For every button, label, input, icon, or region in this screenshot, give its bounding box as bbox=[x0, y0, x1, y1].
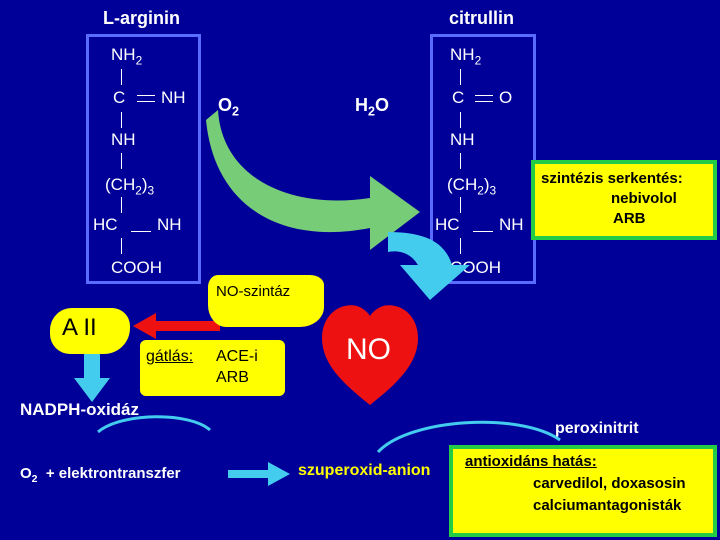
stimulation-nebivolol: nebivolol bbox=[611, 190, 677, 207]
citrulline-c: C bbox=[452, 88, 465, 107]
citrulline-ch2: (CH2)3 bbox=[447, 175, 497, 198]
bond bbox=[121, 112, 122, 128]
no-label: NO bbox=[346, 333, 391, 366]
superoxide-label: szuperoxid-anion bbox=[298, 462, 431, 479]
peroxynitrite-label: peroxinitrit bbox=[555, 420, 639, 437]
double-bond bbox=[137, 95, 155, 102]
antioxidant-title: antioxidáns hatás: bbox=[465, 453, 597, 470]
electron-arrow bbox=[228, 462, 290, 486]
no-synthase-label: NO-szintáz bbox=[216, 283, 291, 300]
l-arginine-title: L-arginin bbox=[103, 8, 180, 28]
arginine-c: C bbox=[113, 88, 126, 107]
angiotensin-blob: A II bbox=[50, 308, 130, 354]
citrulline-nh: NH bbox=[450, 130, 475, 149]
single-bond bbox=[131, 231, 151, 232]
inhibition-arrow bbox=[133, 313, 220, 339]
arginine-nh: NH bbox=[111, 130, 136, 149]
bond bbox=[460, 238, 461, 254]
reaction-arrow bbox=[206, 110, 420, 250]
no-synthase-blob: NO-szintáz bbox=[208, 275, 324, 327]
arginine-ch2: (CH2)3 bbox=[105, 175, 155, 198]
antioxidant-line2: calciumantagonisták bbox=[533, 497, 682, 514]
citrulline-cooh: COOH bbox=[450, 258, 501, 277]
stimulation-arb: ARB bbox=[613, 210, 646, 227]
citrulline-nh2: NH2 bbox=[450, 45, 482, 68]
no-heart bbox=[322, 305, 418, 405]
arginine-box: NH2 C NH NH (CH2)3 HC NH COOH bbox=[86, 34, 201, 284]
bond bbox=[121, 238, 122, 254]
arginine-side-nh: NH bbox=[157, 215, 182, 234]
aii-down-arrow bbox=[74, 352, 110, 402]
electron-transfer-label: O2 + elektrontranszfer bbox=[20, 465, 181, 485]
o2-reagent: O2 bbox=[218, 95, 240, 119]
citrulline-side-nh: NH bbox=[499, 215, 524, 234]
arginine-imine-nh: NH bbox=[161, 88, 186, 107]
angiotensin-label: A II bbox=[62, 314, 97, 341]
single-bond bbox=[473, 231, 493, 232]
citrulline-box: NH2 C O NH (CH2)3 HC NH COOH bbox=[430, 34, 536, 284]
inhibition-title: gátlás: bbox=[146, 348, 194, 365]
inhibition-arb: ARB bbox=[216, 369, 249, 386]
bond bbox=[460, 197, 461, 213]
citrulline-down-arrow bbox=[388, 232, 470, 300]
inhibition-ace: ACE-i bbox=[216, 348, 258, 365]
h2o-product: H2O bbox=[355, 95, 390, 119]
citrulline-title: citrullin bbox=[449, 8, 515, 28]
citrulline-o: O bbox=[499, 88, 513, 107]
arginine-nh2: NH2 bbox=[111, 45, 143, 68]
double-bond bbox=[475, 95, 493, 102]
bond bbox=[121, 69, 122, 85]
bond bbox=[121, 197, 122, 213]
arginine-hc: HC bbox=[93, 215, 118, 234]
bond bbox=[460, 69, 461, 85]
nadph-arc bbox=[97, 415, 212, 434]
nadph-label: NADPH-oxidáz bbox=[20, 400, 140, 419]
antioxidant-box: antioxidáns hatás: carvedilol, doxasosin… bbox=[449, 445, 717, 537]
antioxidant-line1: carvedilol, doxasosin bbox=[533, 475, 686, 492]
stimulation-title: szintézis serkentés: bbox=[541, 170, 683, 187]
arginine-cooh: COOH bbox=[111, 258, 162, 277]
stimulation-box: szintézis serkentés: nebivolol ARB bbox=[531, 160, 717, 240]
bond bbox=[460, 112, 461, 128]
inhibition-box: gátlás: ACE-i ARB bbox=[140, 340, 285, 396]
bond bbox=[460, 153, 461, 169]
peroxynitrite-arc bbox=[376, 420, 561, 454]
citrulline-hc: HC bbox=[435, 215, 460, 234]
bond bbox=[121, 153, 122, 169]
